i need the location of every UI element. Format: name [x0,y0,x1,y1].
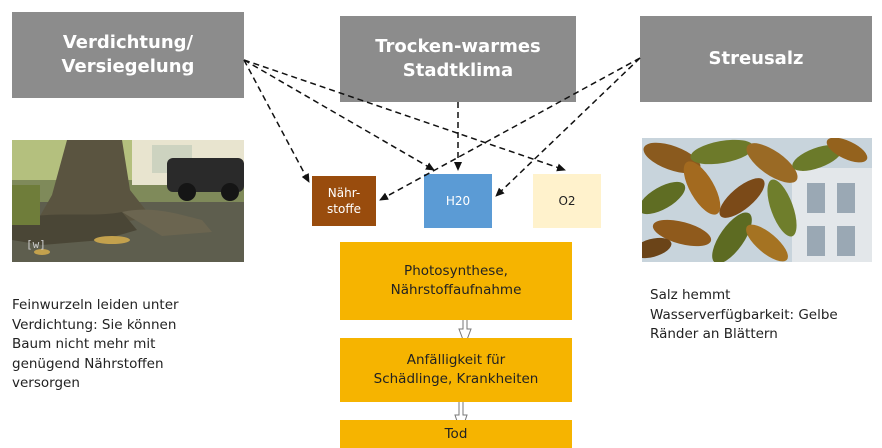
resource-label-water: H20 [445,193,471,208]
arrow-compaction-to-water [243,59,435,171]
tree-roots-illustration [12,140,244,262]
arrow-compaction-to-nutrients [243,59,310,183]
salt-leaves-photo [642,138,872,262]
resource-box-water: H20 [424,174,492,228]
resource-box-nutrients: Nähr- stoffe [312,176,376,226]
chain-label-photosynthesis: Photosynthese, Nährstoffaufnahme [390,263,522,298]
arrow-salt-to-nutrients [379,57,641,201]
cause-label-climate: Trocken-warmes Stadtklima [375,35,541,81]
arrow-compaction-to-oxygen [243,59,566,172]
photo-watermark: [w] [26,238,46,251]
tree-roots-photo: [w] [12,140,244,262]
caption-salt: Salz hemmt Wasserverfügbarkeit: Gelbe Rä… [650,287,838,343]
cause-label-salt: Streusalz [708,47,804,69]
chain-box-death: Tod [340,420,572,448]
caption-compaction: Feinwurzeln leiden unter Verdichtung: Si… [12,297,179,392]
chain-box-susceptibility: Anfälligkeit für Schädlinge, Krankheiten [340,338,572,402]
cause-box-compaction: Verdichtung/ Versiegelung [12,12,244,98]
chain-label-death: Tod [444,425,468,442]
arrow-salt-to-water [495,57,641,197]
resource-label-nutrients: Nähr- stoffe [327,185,361,216]
resource-label-oxygen: O2 [558,193,576,208]
cause-box-climate: Trocken-warmes Stadtklima [340,16,576,102]
resource-box-oxygen: O2 [533,174,601,228]
cause-box-salt: Streusalz [640,16,872,102]
cause-label-compaction: Verdichtung/ Versiegelung [61,31,195,77]
chain-label-susceptibility: Anfälligkeit für Schädlinge, Krankheiten [373,352,539,387]
salt-damaged-leaves-illustration [642,138,872,262]
chain-box-photosynthesis: Photosynthese, Nährstoffaufnahme [340,242,572,320]
